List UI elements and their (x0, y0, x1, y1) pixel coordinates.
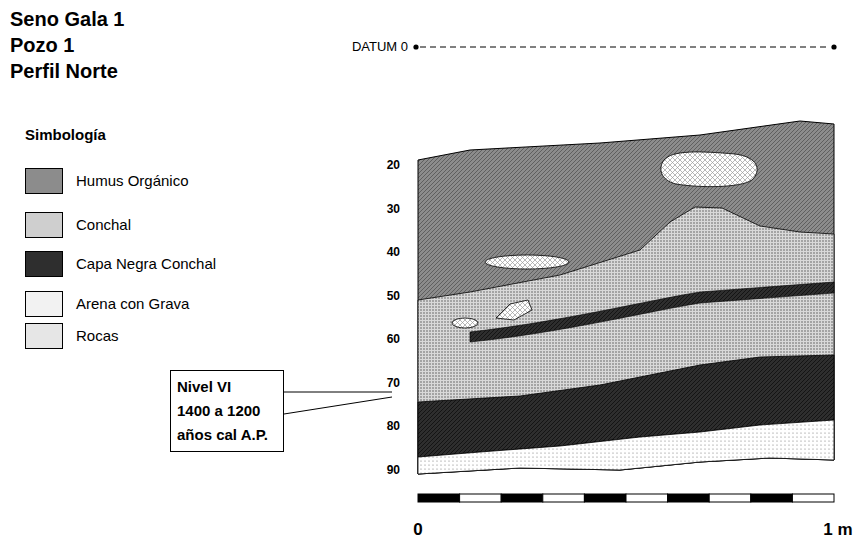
legend-text: Humus Orgánico (76, 172, 189, 190)
depth-mark: 50 (387, 289, 400, 303)
subtitle: Perfil Norte (10, 58, 118, 84)
depth-mark: 40 (387, 245, 400, 259)
diagram-title: Seno Gala 1 (10, 6, 125, 32)
depth-mark: 30 (387, 202, 400, 216)
legend-text: Rocas (76, 327, 119, 345)
scale-segment (792, 494, 834, 502)
legend-text: Arena con Grava (76, 295, 189, 313)
legend-swatch (25, 168, 63, 194)
depth-mark: 60 (387, 332, 400, 346)
depth-mark: 20 (387, 158, 400, 172)
legend-swatch (25, 323, 63, 349)
legend-swatch (25, 291, 63, 317)
callout-text: 1400 a 1200 años cal A.P. (177, 399, 277, 447)
scale-segment (543, 494, 585, 502)
legend-text: Conchal (76, 216, 131, 234)
legend-heading: Simbología (25, 126, 106, 144)
datum-label: DATUM 0 (352, 39, 408, 55)
callout-box: Nivel VI1400 a 1200 años cal A.P. (170, 370, 284, 452)
scale-segment (709, 494, 751, 502)
depth-mark: 90 (387, 463, 400, 477)
scale-segment (668, 494, 710, 502)
depth-mark: 70 (387, 376, 400, 390)
scale-segment (418, 494, 460, 502)
legend-swatch (25, 251, 63, 277)
legend-text: Capa Negra Conchal (76, 255, 216, 273)
depth-mark: 80 (387, 419, 400, 433)
scale-segment (460, 494, 502, 502)
scale-label: 0 (413, 520, 422, 540)
scale-label: 1 m (823, 520, 852, 540)
callout-heading: Nivel VI (177, 375, 277, 399)
scale-segment (501, 494, 543, 502)
scale-segment (751, 494, 793, 502)
subtitle: Pozo 1 (10, 32, 74, 58)
scale-segment (584, 494, 626, 502)
legend-swatch (25, 212, 63, 238)
scale-segment (626, 494, 668, 502)
